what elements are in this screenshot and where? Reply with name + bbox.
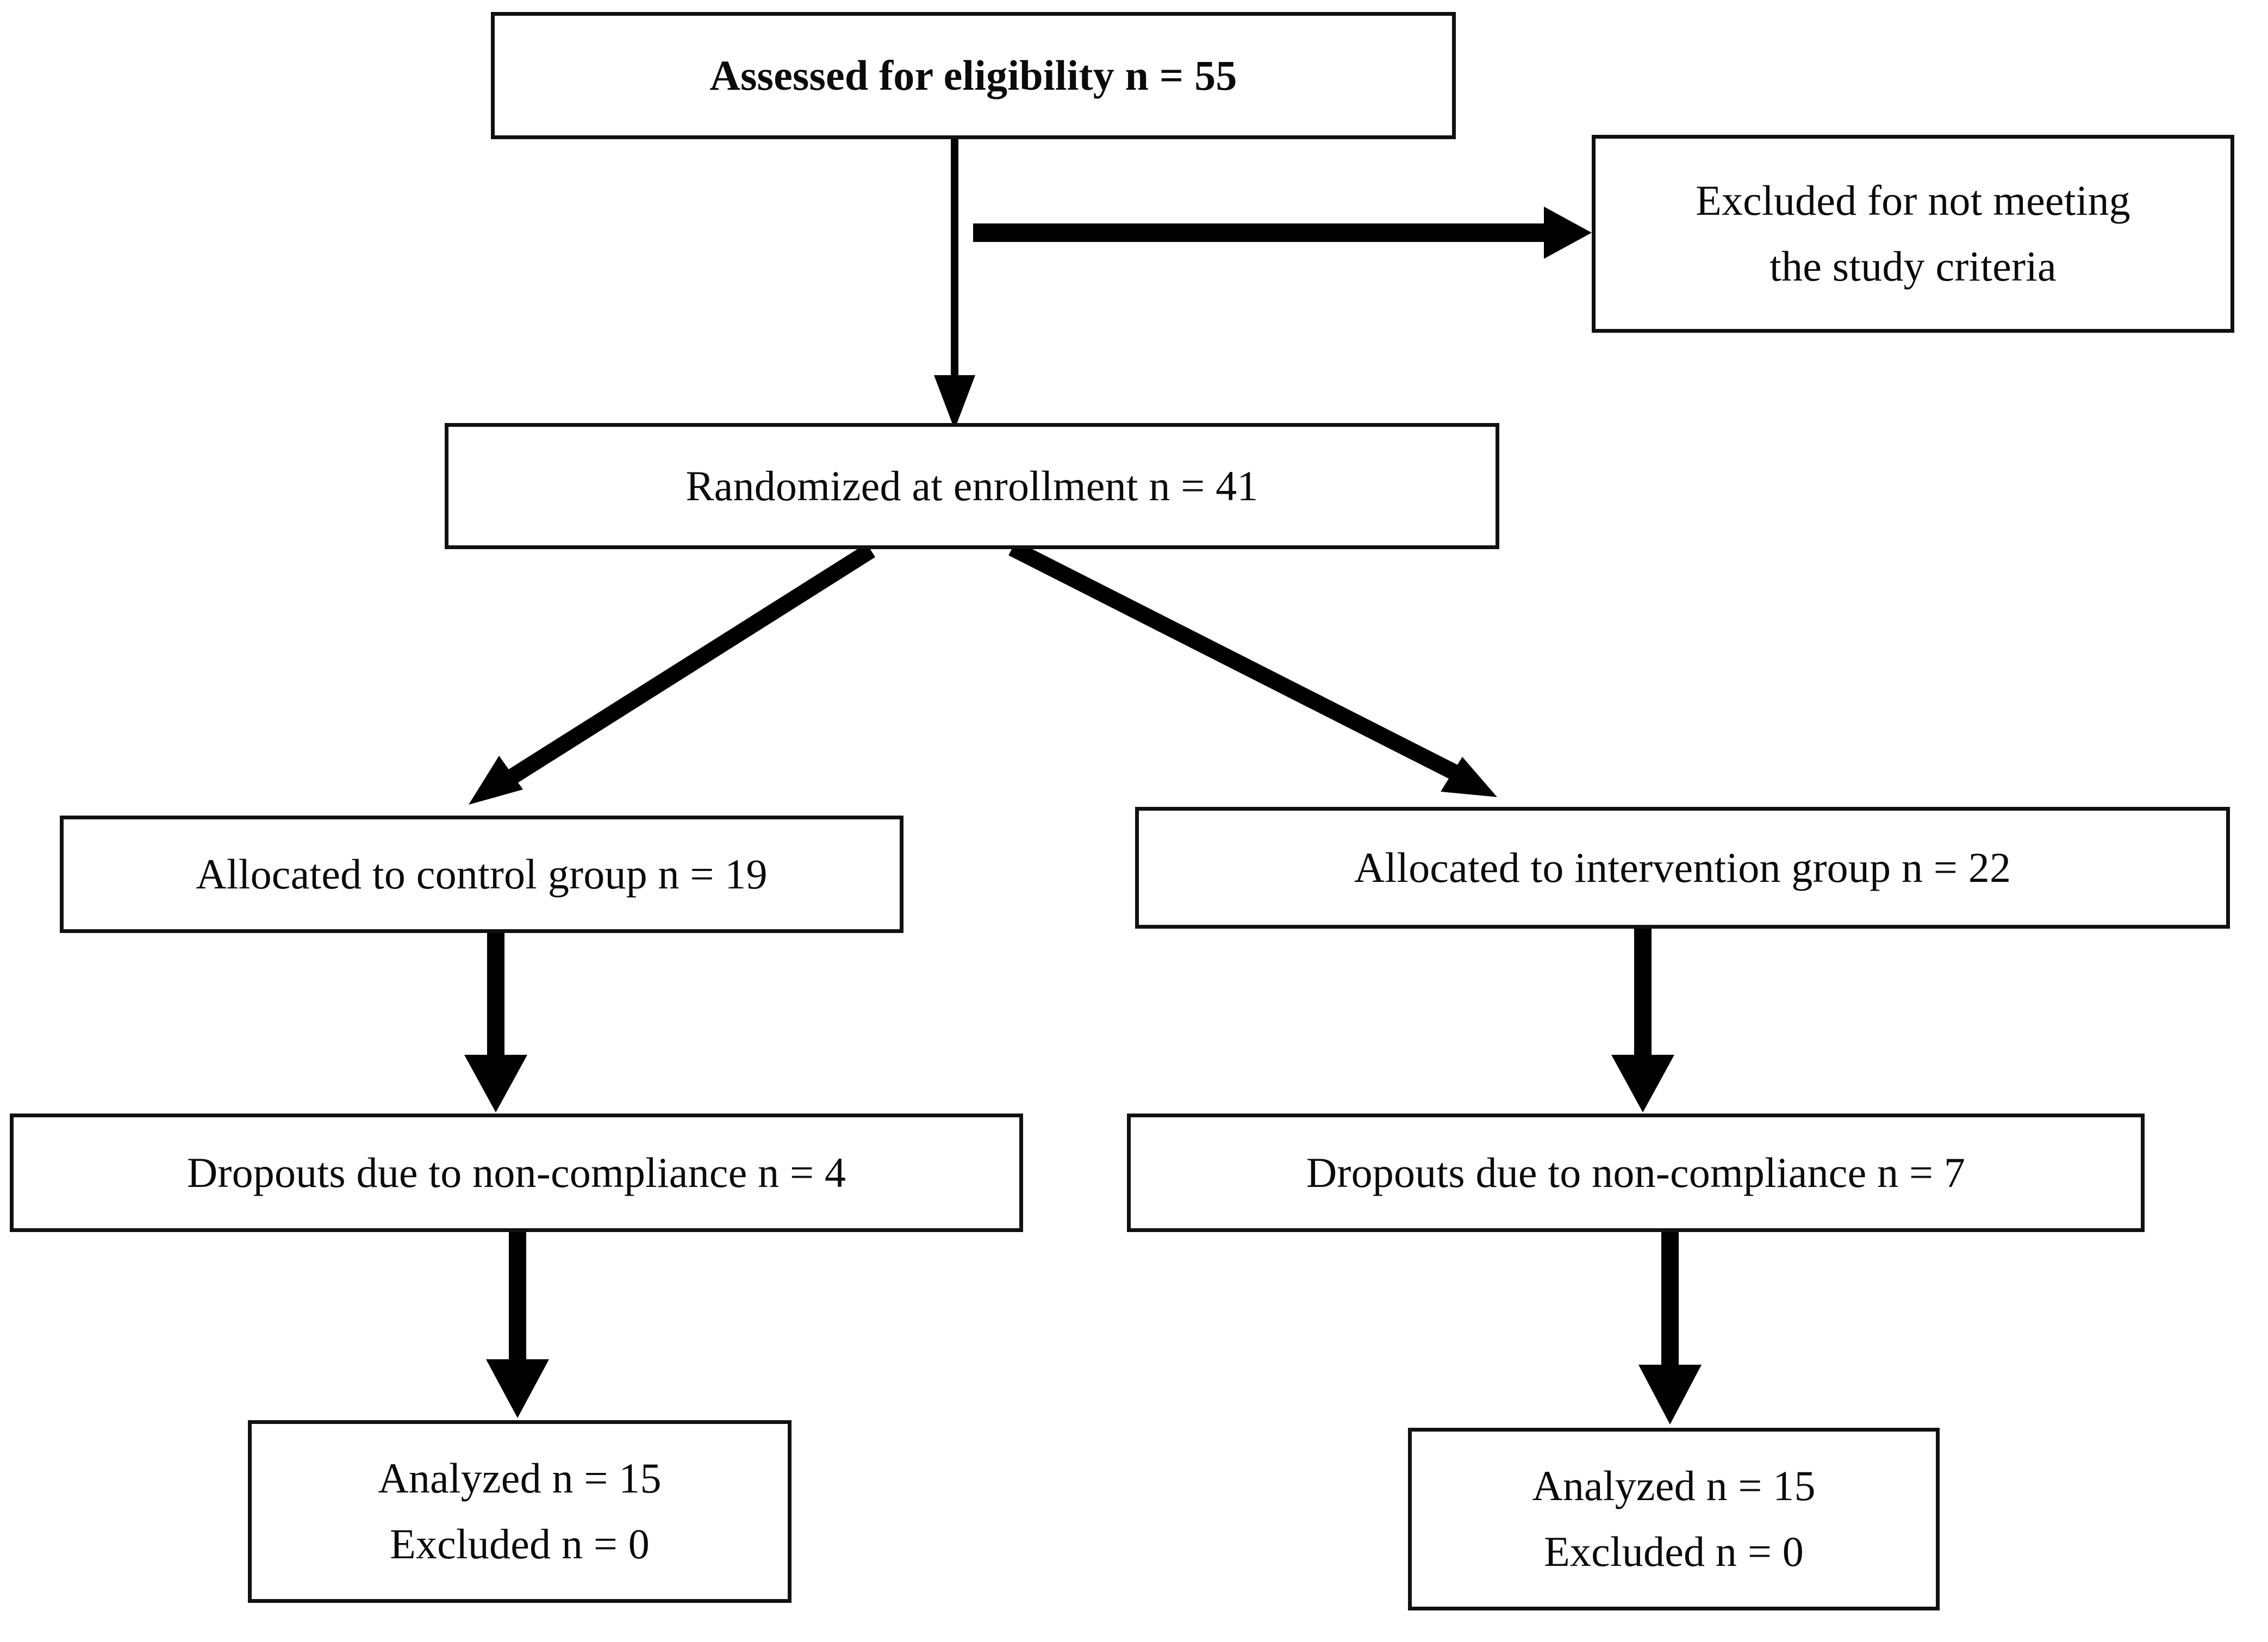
node-analyzed-control-line2: Excluded n = 0 — [390, 1520, 650, 1568]
edge-dropouts-to-analyzed-intervention — [1638, 1232, 1702, 1425]
node-excluded-label-line2: the study criteria — [1769, 242, 2057, 290]
node-assessed-label: Assessed for eligibility n = 55 — [709, 51, 1237, 99]
node-excluded-not-meeting-criteria: Excluded for not meeting the study crite… — [1592, 135, 2234, 333]
node-randomized-at-enrollment: Randomized at enrollment n = 41 — [445, 423, 1499, 549]
edge-assessed-to-excluded — [973, 207, 1592, 259]
node-dropouts-intervention: Dropouts due to non-compliance n = 7 — [1127, 1114, 2145, 1232]
node-analyzed-intervention-line2: Excluded n = 0 — [1544, 1528, 1804, 1575]
node-analyzed-control-line1: Analyzed n = 15 — [378, 1454, 662, 1502]
node-allocated-control-group: Allocated to control group n = 19 — [60, 816, 904, 933]
edge-randomized-to-control — [469, 543, 876, 805]
node-dropouts-control: Dropouts due to non-compliance n = 4 — [10, 1114, 1023, 1232]
node-allocated-control-label: Allocated to control group n = 19 — [196, 850, 768, 898]
node-analyzed-intervention: Analyzed n = 15 Excluded n = 0 — [1408, 1428, 1940, 1610]
edge-intervention-to-dropouts — [1611, 929, 1674, 1112]
node-dropouts-intervention-label: Dropouts due to non-compliance n = 7 — [1306, 1148, 1966, 1196]
node-excluded-label-line1: Excluded for not meeting — [1696, 177, 2130, 225]
edge-dropouts-to-analyzed-control — [486, 1232, 549, 1418]
node-analyzed-control: Analyzed n = 15 Excluded n = 0 — [248, 1420, 792, 1603]
node-analyzed-intervention-line1: Analyzed n = 15 — [1532, 1462, 1816, 1510]
node-allocated-intervention-label: Allocated to intervention group n = 22 — [1354, 843, 2011, 891]
node-assessed-for-eligibility: Assessed for eligibility n = 55 — [491, 12, 1456, 139]
edge-assessed-to-randomized — [934, 139, 975, 430]
node-randomized-label: Randomized at enrollment n = 41 — [686, 462, 1258, 509]
node-allocated-intervention-group: Allocated to intervention group n = 22 — [1135, 807, 2230, 929]
node-dropouts-control-label: Dropouts due to non-compliance n = 4 — [186, 1148, 846, 1196]
edge-control-to-dropouts — [464, 933, 527, 1112]
edge-randomized-to-intervention — [1008, 540, 1497, 797]
